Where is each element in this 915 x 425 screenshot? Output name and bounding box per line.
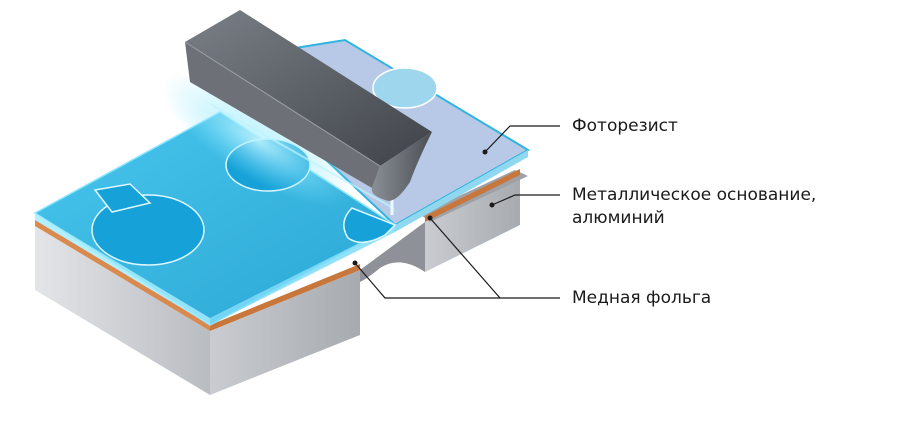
pad-under-resist <box>372 67 438 109</box>
base-cutout <box>360 222 425 282</box>
head-front <box>371 132 432 201</box>
leader-copper-2 <box>429 217 501 299</box>
trace-left <box>93 183 152 213</box>
photoresist-left-edge <box>35 213 210 325</box>
base-left-side <box>35 226 210 395</box>
photoresist-front-edge <box>210 225 395 325</box>
laser-head <box>184 10 432 201</box>
label-metal-base-line2: алюминий <box>572 208 665 228</box>
label-copper-foil: Медная фольга <box>572 288 712 308</box>
leader-copper-1 <box>354 262 560 299</box>
base-front-right <box>425 175 520 272</box>
label-photoresist: Фоторезист <box>572 116 678 136</box>
leader-lines <box>352 125 560 299</box>
label-metal-base-line1: Металлическое основание, <box>572 185 817 205</box>
pad-edge <box>343 207 397 244</box>
copper-right-edge <box>425 169 520 222</box>
copper-left-edge <box>35 220 210 331</box>
head-top <box>185 10 432 166</box>
copper-foil-layer <box>35 169 520 331</box>
photoresist-right-edge <box>395 150 528 232</box>
leader-metal-base <box>491 194 560 206</box>
base-front-side <box>210 270 360 395</box>
copper-front-edge <box>210 264 360 331</box>
leader-photoresist <box>484 125 560 153</box>
pad-large <box>91 194 205 266</box>
head-side <box>185 42 380 188</box>
